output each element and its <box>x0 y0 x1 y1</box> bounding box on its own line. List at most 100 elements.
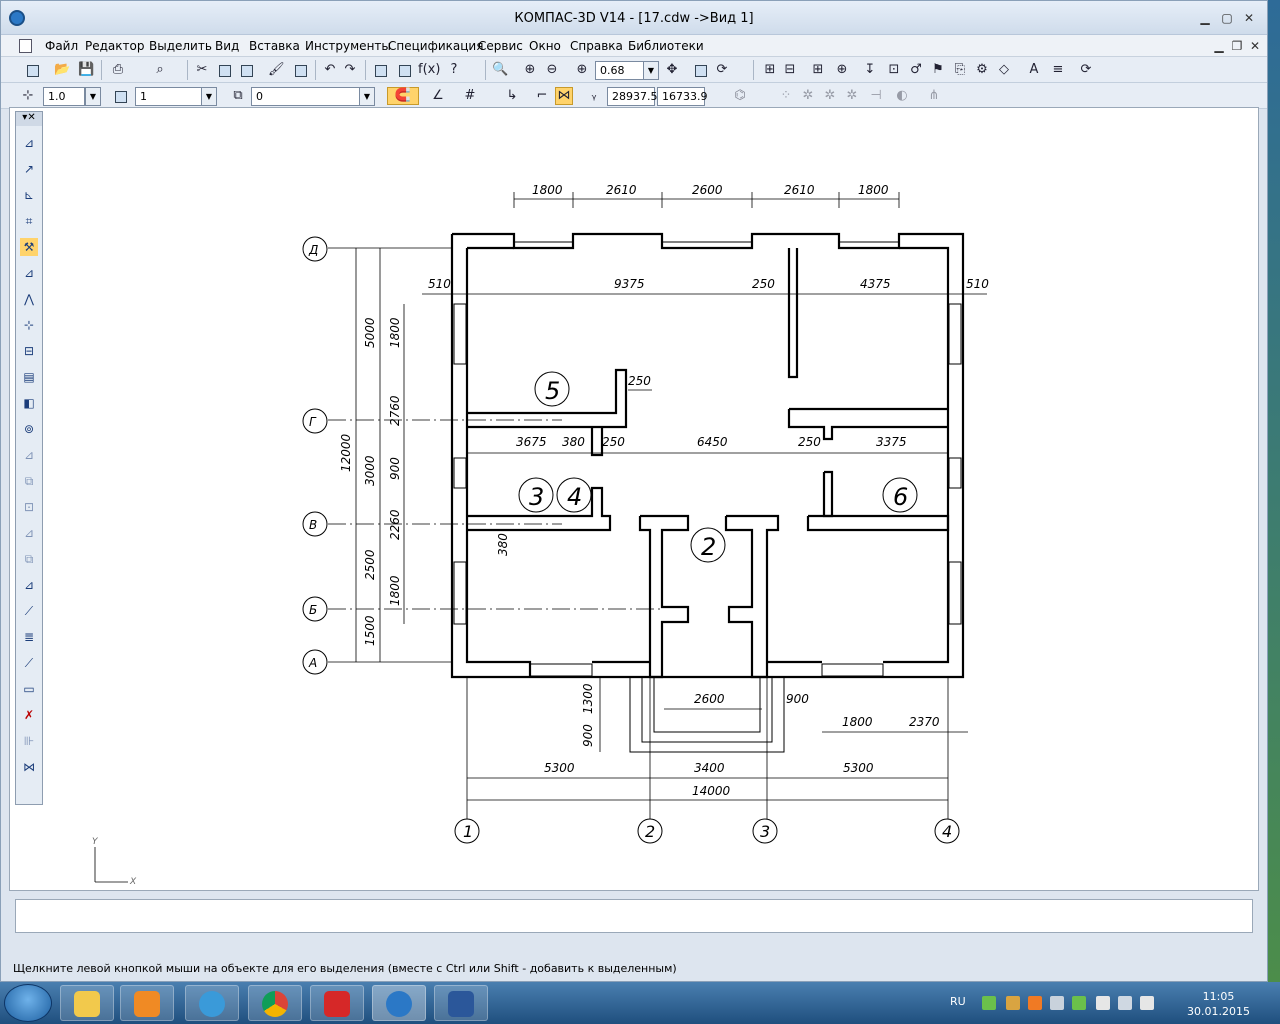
menu-insert[interactable]: Вставка <box>249 39 300 53</box>
taskbar-kompas[interactable] <box>372 985 426 1021</box>
text-style-icon[interactable]: A <box>1029 62 1039 77</box>
dimensions-tool-icon[interactable]: ↗ <box>23 162 35 176</box>
tray-app-icon[interactable] <box>1050 996 1064 1010</box>
coord-x-field[interactable]: 28937.5 <box>607 87 658 106</box>
select-tool-icon[interactable]: ⋀ <box>24 292 34 306</box>
taskbar-explorer[interactable] <box>60 985 114 1021</box>
spec-icon[interactable]: ⚑ <box>932 62 944 77</box>
pan-icon[interactable]: ✥ <box>666 62 678 77</box>
language-indicator[interactable]: RU <box>950 995 966 1008</box>
menu-editor[interactable]: Редактор <box>85 39 145 53</box>
frame-tool-icon[interactable]: ▭ <box>23 682 35 696</box>
sync-icon[interactable]: ⟳ <box>1080 62 1092 77</box>
menu-view[interactable]: Вид <box>215 39 240 53</box>
line-tool-icon[interactable]: ⟋ <box>24 604 34 618</box>
orto-icon[interactable]: ∠ <box>432 88 444 103</box>
open-folder-icon[interactable]: 📂 <box>54 62 71 77</box>
antivirus-icon[interactable] <box>1072 996 1086 1010</box>
copy-icon[interactable] <box>215 61 233 79</box>
dimension-line-tool-icon[interactable]: ⟋ <box>24 656 34 670</box>
zoom-input[interactable]: 0.68 <box>595 61 645 80</box>
view-layer-icon[interactable] <box>111 87 129 105</box>
geometry-icon[interactable]: ⊞ <box>764 62 776 77</box>
diamond-icon[interactable]: ◇ <box>999 62 1009 77</box>
print-icon[interactable]: ⎙ <box>112 62 124 77</box>
close-icon[interactable]: ✕ <box>1243 11 1255 25</box>
text-tool-icon[interactable]: ⊿ <box>23 578 35 592</box>
hatch-tool-icon[interactable]: ≣ <box>23 630 35 644</box>
style-input[interactable]: 1.0 <box>43 87 85 106</box>
menu-tools[interactable]: Инструменты <box>305 39 391 53</box>
delete-tool-icon[interactable]: ✗ <box>23 708 35 722</box>
layer-dropdown-icon[interactable]: ▼ <box>201 87 217 106</box>
params-tool-icon[interactable]: ⚒ <box>20 238 38 256</box>
tray-app-icon[interactable] <box>1006 996 1020 1010</box>
library-icon[interactable]: ⚙ <box>976 62 988 77</box>
taskbar-media[interactable] <box>120 985 174 1021</box>
refresh-icon[interactable]: ⟳ <box>716 62 728 77</box>
format-brush-icon[interactable]: 🖌 <box>268 62 285 77</box>
tray-app-icon[interactable] <box>1028 996 1042 1010</box>
menu-file[interactable]: Файл <box>45 39 79 53</box>
view-tool-icon[interactable]: ◧ <box>23 396 35 410</box>
local-cs-icon[interactable]: ↳ <box>506 88 518 103</box>
insert-tool-icon[interactable]: ▤ <box>23 370 35 384</box>
measure-icon[interactable]: ⊡ <box>888 62 900 77</box>
windows-start-icon[interactable] <box>4 984 52 1022</box>
edit-tool-icon[interactable]: ⌗ <box>25 214 33 228</box>
network-icon[interactable] <box>1118 996 1132 1010</box>
style-dropdown-icon[interactable]: ▼ <box>85 87 101 106</box>
print-preview-icon[interactable]: ⌕ <box>156 62 164 77</box>
volume-icon[interactable] <box>1140 996 1154 1010</box>
taskbar-word[interactable] <box>434 985 488 1021</box>
zoom-window-icon[interactable]: 🔍 <box>492 62 509 77</box>
state-dropdown-icon[interactable]: ▼ <box>359 87 375 106</box>
taskbar-ie[interactable] <box>185 985 239 1021</box>
list-icon[interactable]: ≡ <box>1052 62 1064 77</box>
show-all-icon[interactable] <box>691 61 709 79</box>
round-off-icon[interactable]: ⋈ <box>555 87 573 105</box>
fragment-tool-icon[interactable]: ⊚ <box>23 422 35 436</box>
variables-icon[interactable] <box>395 61 413 79</box>
menu-help[interactable]: Справка <box>570 39 623 53</box>
paste-icon[interactable] <box>237 61 255 79</box>
ortho-mode-icon[interactable]: ⌐ <box>536 88 548 103</box>
geometry-tool-icon[interactable]: ⊿ <box>23 136 35 150</box>
zoom-scale-icon[interactable]: ⊕ <box>576 62 588 77</box>
properties-icon[interactable] <box>291 61 309 79</box>
grid-step-icon[interactable]: ⊹ <box>22 88 34 103</box>
parametrization-icon[interactable]: ↧ <box>864 62 876 77</box>
cursor-coords-icon[interactable]: ᵧ <box>591 88 597 103</box>
edit-icon[interactable]: ⊕ <box>836 62 848 77</box>
dimensions-icon[interactable]: ⊟ <box>784 62 796 77</box>
drawing-area[interactable]: 1800 2610 2600 2610 1800 510 9375 250 43… <box>9 107 1259 891</box>
measure-tool-icon[interactable]: ⊿ <box>23 266 35 280</box>
zoom-dropdown-icon[interactable]: ▼ <box>643 61 659 80</box>
menu-service[interactable]: Сервис <box>478 39 523 53</box>
manager-icon[interactable] <box>371 61 389 79</box>
designations-tool-icon[interactable]: ⊾ <box>23 188 35 202</box>
menu-specification[interactable]: Спецификация <box>388 39 484 53</box>
grid-icon[interactable]: # <box>464 88 476 103</box>
layers-icon[interactable]: ⧉ <box>233 88 243 103</box>
help-pointer-icon[interactable]: ? <box>450 62 458 77</box>
doc-restore-icon[interactable]: ❐ <box>1231 39 1243 53</box>
floor-plan-drawing[interactable]: 1800 2610 2600 2610 1800 510 9375 250 43… <box>10 108 1260 892</box>
clock[interactable]: 11:05 30.01.2015 <box>1187 989 1250 1019</box>
menu-window[interactable]: Окно <box>529 39 561 53</box>
maximize-icon[interactable]: ▢ <box>1221 11 1233 25</box>
cut-icon[interactable]: ✂ <box>196 62 208 77</box>
coord-y-field[interactable]: 16733.9 <box>657 87 708 106</box>
redo-icon[interactable]: ↷ <box>344 62 356 77</box>
minimize-icon[interactable]: ▁ <box>1200 11 1210 25</box>
snap-tool-icon[interactable]: ⋈ <box>23 760 35 774</box>
download-icon[interactable] <box>982 996 996 1010</box>
toolbar-collapse-icon[interactable]: ▾✕ <box>16 112 42 126</box>
undo-icon[interactable]: ↶ <box>324 62 336 77</box>
menu-select[interactable]: Выделить <box>149 39 212 53</box>
snap-magnet-icon[interactable]: 🧲 <box>387 87 419 105</box>
function-icon[interactable]: f(x) <box>418 62 441 77</box>
command-line[interactable] <box>15 899 1253 933</box>
designation-icon[interactable]: ⊞ <box>812 62 824 77</box>
doc-close-icon[interactable]: ✕ <box>1249 39 1261 53</box>
